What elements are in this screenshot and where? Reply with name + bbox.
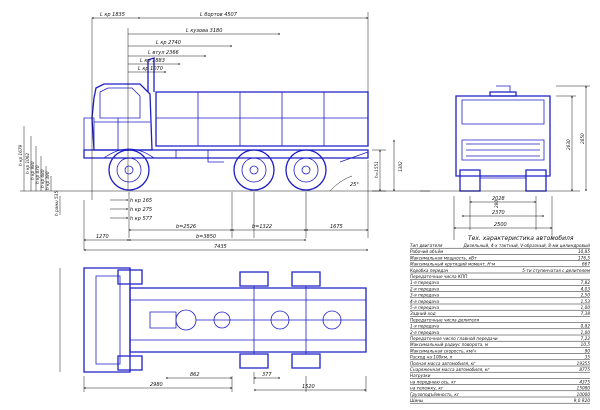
left-dim-4: h кр 680	[40, 169, 45, 188]
spec-row-label: 2-я передача	[410, 330, 440, 335]
dim-d4: L кр 2740	[156, 40, 181, 46]
spec-row-value: 90	[585, 348, 591, 353]
spec-row-label: Грузоподъёмность, кг	[410, 392, 460, 397]
spec-row-value: 9,0 R20	[574, 398, 591, 403]
spec-row-value: 7,38	[581, 311, 591, 316]
bot-c: h кр 577	[130, 216, 153, 222]
spec-row-value: Дизельный, 4-х тактный, V-образный, 8-ми…	[463, 243, 591, 248]
bot-i: 7435	[214, 244, 227, 250]
rear-r1: h=1551	[374, 161, 379, 178]
plan-view: 2980 862 377 1520	[59, 267, 367, 392]
spec-rows: Тип двигателя Дизельный, 4-х тактный, V-о…	[410, 243, 591, 404]
dim-d1: L кр 1835	[100, 12, 125, 18]
spec-row-label: Тип двигателя	[410, 243, 443, 248]
left-dim-3: h кр 870	[35, 165, 40, 184]
plan-p3: 377	[262, 372, 272, 378]
spec-row-label: Коробка передач	[410, 268, 449, 273]
left-dimensions: h кр 1679 h кр 1062 h кр 980 h кр 870 h …	[18, 126, 61, 216]
spec-row-value: 10,85	[578, 249, 590, 254]
spec-row-value: 1,53	[581, 299, 591, 304]
spec-row-value: 7,22	[581, 336, 591, 341]
rear-dimensions: h=1551 1302 25°	[329, 139, 403, 192]
left-dim-1: h кр 1062	[25, 153, 30, 174]
spec-row-label: Шины	[410, 398, 424, 403]
left-dim-5: h кр 390	[45, 171, 50, 190]
bot-b: h кр 275	[130, 207, 152, 213]
spec-row-value: 35	[585, 355, 591, 360]
spec-row-label: Снаряженная масса автомобиля, кг	[410, 367, 490, 372]
dim-d6: L кр 1883	[140, 58, 165, 64]
left-dim-0: h кр 1679	[18, 145, 23, 166]
front-h3: 280	[494, 200, 499, 208]
spec-row-value: 7,82	[581, 280, 591, 285]
dim-d7: L кр 1070	[138, 66, 163, 72]
spec-row-label: 2-я передача	[410, 286, 440, 291]
plan-p1: 2980	[150, 382, 163, 388]
front-h1: 2630	[566, 139, 571, 150]
dim-d3: L кузова 3180	[186, 28, 222, 34]
bot-d: b=2526	[176, 224, 196, 230]
plan-p4: 1520	[302, 384, 315, 390]
spec-row-value: 15080	[577, 386, 591, 391]
side-view	[20, 57, 430, 192]
front-view: 2028 2370 2500 2630 2850 280	[420, 85, 590, 240]
spec-row-label: Расход на 100км, л	[410, 355, 453, 360]
bot-g: 1270	[96, 234, 109, 240]
spec-row-label: Максимальный радиус поворота, м	[410, 342, 488, 347]
spec-row-label: Максимальная мощность, кВт	[410, 255, 477, 260]
spec-row-value: 667	[582, 262, 590, 267]
spec-row-label: Передаточные числа делителя	[410, 317, 479, 322]
spec-row-value: 1,00	[581, 305, 591, 310]
spec-row-value: 2,50	[581, 293, 591, 298]
front-w2: 2370	[492, 210, 505, 216]
spec-row-label: на переднюю ось, кг	[410, 379, 457, 384]
spec-row-value: 10000	[577, 392, 591, 397]
bot-a: h кр 165	[130, 198, 152, 204]
spec-row-value: 4,03	[581, 286, 591, 291]
spec-row-value: 1,00	[581, 330, 591, 335]
spec-row-value: 10,5	[581, 342, 591, 347]
bot-f: 1675	[330, 224, 343, 230]
spec-row-value: 4375	[579, 379, 590, 384]
spec-row-label: 1-я передача	[410, 324, 440, 329]
spec-row-label: Максимальный крутящий момент, Н·м	[410, 262, 495, 267]
spec-row-label: 1-я передача	[410, 280, 440, 285]
spec-row-label: Нагрузки	[410, 373, 431, 378]
spec-row-label: 4-я передача	[410, 299, 440, 304]
spec-row-value: 8775	[579, 367, 590, 372]
bottom-dimensions: h кр 165 h кр 275 h кр 577 b=2526 b=1322…	[83, 160, 369, 251]
bot-e: b=1322	[252, 224, 272, 230]
spec-row-label: на тележку, кг	[410, 386, 444, 391]
dim-d2: L бортов 4507	[200, 12, 238, 18]
spec-row-label: Передаточные числа КПП	[410, 274, 468, 279]
rear-r2: 1302	[398, 161, 403, 172]
spec-row-label: Задний ход	[410, 311, 436, 316]
spec-row-value: 5-ти ступенчатая с делителем	[522, 268, 590, 273]
dim-d5: L втул 2366	[148, 50, 179, 56]
left-dim-6: h рамы 535	[54, 191, 59, 216]
left-dim-2: h кр 980	[30, 161, 35, 180]
spec-row-label: 5-я передача	[410, 305, 440, 310]
spec-row-label: 3-я передача	[410, 293, 440, 298]
spec-row-value: 0,82	[581, 324, 591, 329]
spec-row-label: Максимальная скорость, км/ч	[410, 348, 476, 353]
spec-row-label: Передаточное число главной передачи	[410, 336, 498, 341]
spec-row-label: Рабочий объём	[410, 249, 443, 254]
bot-h: b=3850	[196, 234, 216, 240]
spec-row-label: Полная масса автомобиля, кг	[410, 361, 476, 366]
plan-p2: 862	[190, 372, 200, 378]
front-w3: 2500	[494, 222, 507, 228]
rear-angle: 25°	[350, 182, 359, 188]
front-w1: 2028	[492, 196, 505, 202]
top-dimensions: L кр 1835 L бортов 4507 L кузова 3180 L …	[91, 12, 369, 200]
spec-row-value: 176,5	[578, 255, 590, 260]
spec-table: Тех. характеристика автомобиля Тип двига…	[410, 235, 591, 404]
front-h2: 2850	[580, 133, 585, 144]
spec-row-value: 19355	[577, 361, 591, 366]
spec-title: Тех. характеристика автомобиля	[468, 235, 574, 242]
